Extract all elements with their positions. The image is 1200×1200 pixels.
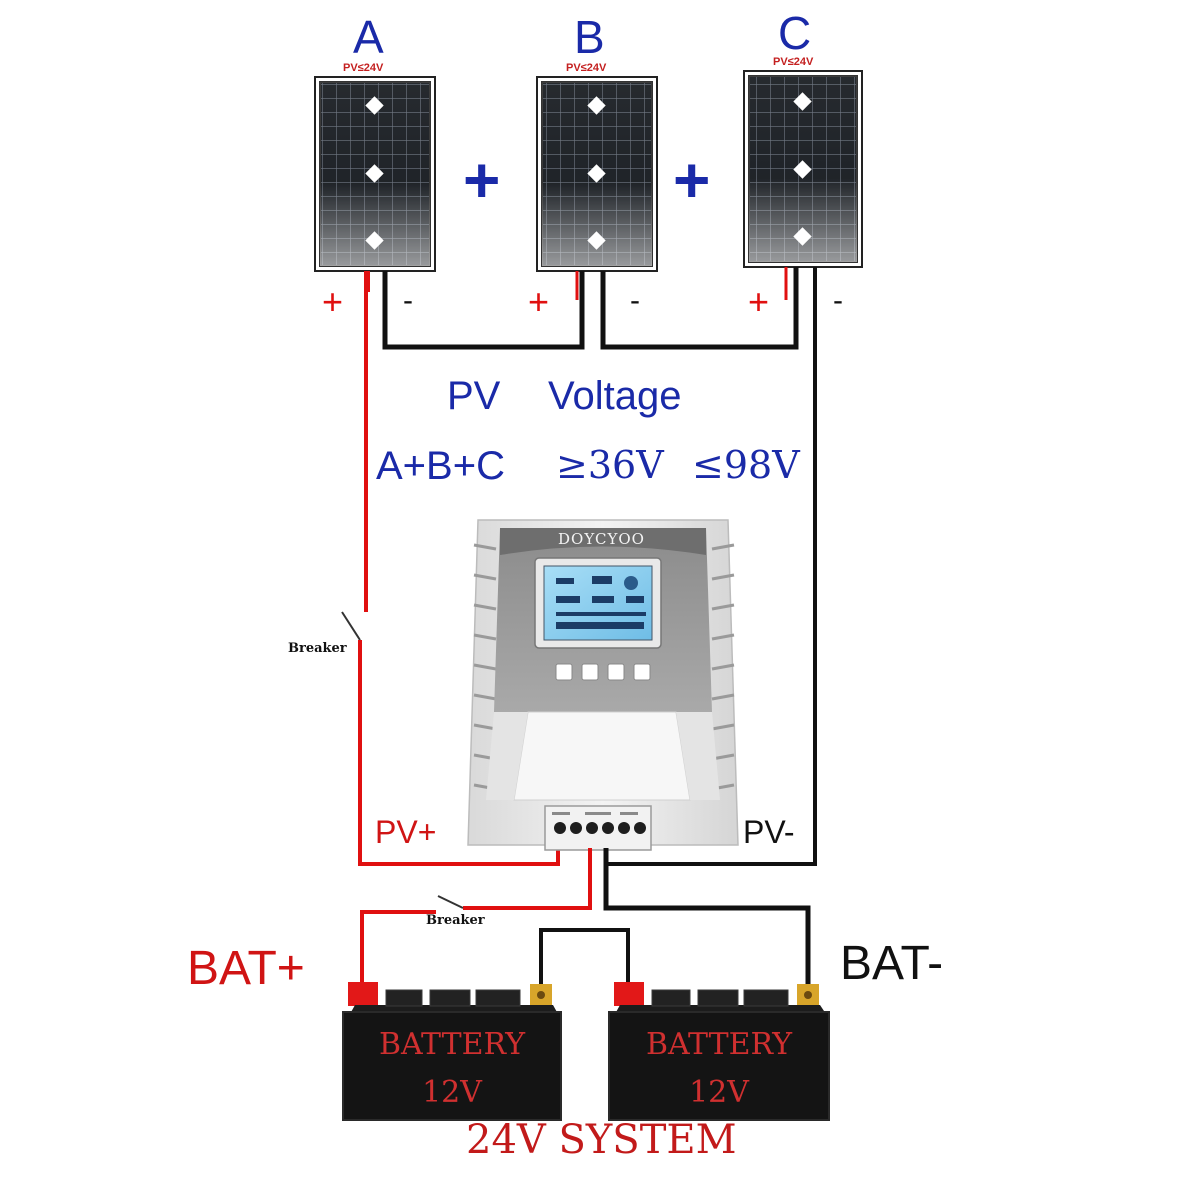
- solar-panel-b: [536, 76, 658, 272]
- battery-wires: [360, 848, 811, 990]
- charge-controller: [467, 519, 739, 851]
- series-plus-bc: +: [673, 144, 711, 216]
- wire-a-negative-to-b-positive: [382, 271, 585, 350]
- controller-brand: DOYCYOO: [558, 530, 645, 548]
- panel-a-positive: +: [322, 281, 344, 322]
- pv-positive-wire: [341, 271, 560, 866]
- voltage-label: Voltage: [548, 374, 682, 418]
- wire-b-negative-to-c-positive: [600, 267, 799, 350]
- controller-button-2: [581, 663, 599, 681]
- panel-b-positive: +: [528, 281, 550, 322]
- panel-a-letter: A: [353, 11, 384, 63]
- battery-right: [608, 982, 830, 1121]
- controller-button-1: [555, 663, 573, 681]
- panel-b-limit: PV≤24V: [566, 62, 607, 74]
- breaker-label-bat: Breaker: [426, 913, 485, 928]
- voltage-formula: A+B+C: [376, 444, 505, 488]
- breaker-switch-bat: [437, 895, 464, 909]
- panel-c-positive: +: [748, 281, 770, 322]
- pv-minus-terminal-label: PV-: [743, 814, 795, 850]
- breaker-label-pv: Breaker: [288, 641, 347, 656]
- panel-b-negative: -: [630, 284, 640, 317]
- battery-right-label: BATTERY: [645, 1027, 792, 1062]
- panel-a-negative: -: [403, 284, 413, 317]
- pv-label: PV: [447, 374, 501, 418]
- bat-positive-wire: [463, 848, 592, 910]
- panel-c-negative: -: [833, 284, 843, 317]
- panel-c-limit: PV≤24V: [773, 56, 814, 68]
- solar-panel-a: [314, 76, 436, 272]
- battery-left-label: BATTERY: [378, 1027, 525, 1062]
- battery-left-voltage: 12V: [422, 1075, 482, 1110]
- pv-plus-terminal-label: PV+: [375, 814, 437, 850]
- battery-series-link: [539, 928, 630, 990]
- voltage-max: ≤98V: [692, 443, 800, 487]
- system-label: 24V SYSTEM: [466, 1117, 737, 1163]
- controller-button-4: [633, 663, 651, 681]
- voltage-min: ≥36V: [556, 443, 664, 487]
- series-wires: [366, 267, 799, 350]
- breaker-switch-pv: [341, 611, 361, 641]
- battery-left: [342, 982, 562, 1121]
- solar-panel-c: [743, 70, 863, 268]
- controller-button-3: [607, 663, 625, 681]
- panel-a-limit: PV≤24V: [343, 62, 384, 74]
- battery-right-voltage: 12V: [689, 1075, 749, 1110]
- panel-b-letter: B: [574, 11, 605, 63]
- bat-plus-label: BAT+: [187, 942, 305, 995]
- series-plus-ab: +: [463, 144, 501, 216]
- bat-minus-label: BAT-: [840, 937, 944, 990]
- panel-c-letter: C: [778, 7, 812, 59]
- bat-negative-wire: [603, 848, 811, 990]
